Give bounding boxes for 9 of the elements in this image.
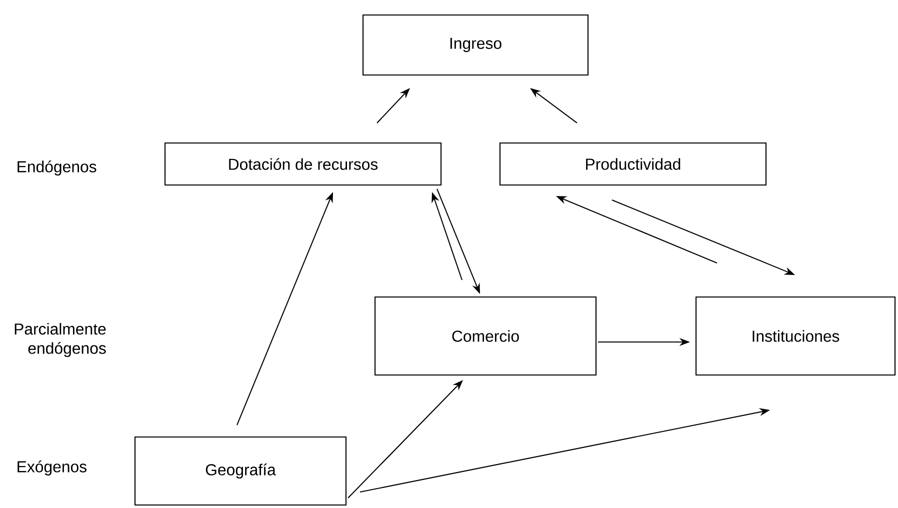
process-box: Dotación de recursos (164, 142, 442, 186)
process-box: Instituciones (696, 296, 896, 376)
level-label: Endógenos (18, 160, 96, 176)
process-box: Geografía (134, 436, 347, 506)
level-label: Exógenos (18, 460, 87, 476)
level-label: Parcialmente endógenos (14, 322, 106, 358)
process-box: Ingreso (362, 14, 589, 76)
process-box: Productividad (499, 142, 767, 186)
process-box: Comercio (374, 296, 597, 376)
